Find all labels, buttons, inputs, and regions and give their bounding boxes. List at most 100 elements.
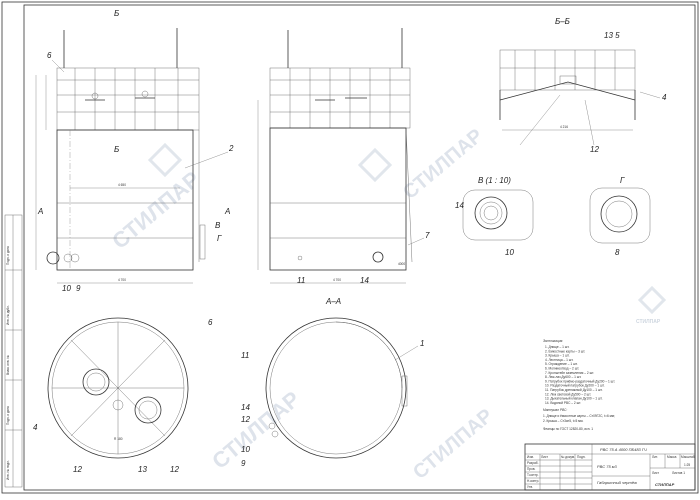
tb-col-mass: Масса <box>667 455 677 459</box>
tb-row-3: № докум. <box>561 455 575 459</box>
side-stamp-l1: Инв. № подл. <box>6 460 10 480</box>
front-cut-g: Г <box>217 234 222 243</box>
section-aa: А–А 1 11 14 12 10 9 <box>241 297 424 468</box>
section-aa-title: А–А <box>325 297 341 306</box>
callout-4-bb: 4 <box>662 93 667 102</box>
callout-6-front: 6 <box>47 51 52 60</box>
callout-2-front: 2 <box>228 144 234 153</box>
tb-sheet: Лист <box>652 471 659 475</box>
view-v: В (1 : 10) 14 10 <box>455 176 534 257</box>
spec-item: 2. Ёмкостные карты – 3 шт. <box>545 349 585 353</box>
callout-12-plan-a: 12 <box>73 465 82 474</box>
callout-4-plan: 4 <box>33 423 38 432</box>
tb-name: РВС 75 м3 <box>597 464 618 469</box>
front-cut-a-left: А <box>37 207 43 216</box>
callout-12-aa: 12 <box>241 415 250 424</box>
callout-11-aa: 11 <box>241 351 249 360</box>
side-stamp-l5: Подп. и дата <box>6 246 10 265</box>
spec-item: 9. Патрубок приёмо-раздаточный Ду200 – 1… <box>545 379 615 383</box>
tb-row-2: Лист <box>541 455 548 459</box>
front-dim-base: 4 700 <box>118 278 126 282</box>
watermark-3: СТИЛПАР <box>207 386 305 474</box>
bb-dim-width: 4 216 <box>560 125 568 129</box>
view-g-title: Г <box>620 176 625 185</box>
spec-item: 13. Дыхательный клапан Ду100 – 1 шт. <box>545 397 603 401</box>
callout-10-aa: 10 <box>241 445 250 454</box>
side-stamp: Инв. № подл. Подп. и дата Взам. инв. № И… <box>4 214 23 488</box>
view-g: Г 8 <box>589 176 651 257</box>
callout-10-front: 10 <box>62 284 71 293</box>
tb-col-scale: Масштаб <box>681 455 695 459</box>
section-bb: Б–Б 13 5 4 216 4 12 <box>499 17 667 154</box>
tb-doc-code: РВС 75 А 4000 ПБ483 ГЧ <box>600 447 647 452</box>
callout-10-v: 10 <box>505 248 514 257</box>
tb-col-lit: Лит. <box>652 455 658 459</box>
inner-frame <box>23 4 696 491</box>
callout-12-plan-b: 12 <box>170 465 179 474</box>
front-cut-b-bottom: Б <box>114 145 119 154</box>
tb-role-1: Разраб. <box>527 461 539 465</box>
callout-12-bb: 12 <box>590 145 599 154</box>
spec-note: Фланцы по ГОСТ 12820-80, исп. 1 <box>543 427 593 431</box>
callout-8-g: 8 <box>615 248 620 257</box>
callout-7-side: 7 <box>425 231 430 240</box>
side-view: 4 700 4000 7 11 14 <box>257 28 430 285</box>
title-block: РВС 75 А 4000 ПБ483 ГЧ РВС 75 м3 Габарит… <box>524 443 696 491</box>
watermark-4: СТИЛПАР <box>409 405 497 484</box>
side-dim-height: 4000 <box>398 262 405 266</box>
callout-1-aa: 1 <box>420 339 424 348</box>
tb-row-4: Подп. <box>577 455 586 459</box>
tb-role-5: Утв. <box>527 485 533 489</box>
specification: Экспликация: Материал РВС: 1. Днище и ём… <box>543 339 615 431</box>
callout-11-side: 11 <box>297 276 305 285</box>
spec-item: 7. Кронштейн заземления – 2 шт. <box>545 371 594 375</box>
callout-13-5: 13 5 <box>604 31 620 40</box>
spec-item: 11. Патрубок дренажный Ду100 – 1 шт. <box>545 388 603 392</box>
front-cut-a-right: А <box>224 207 230 216</box>
callout-14-aa: 14 <box>241 403 250 412</box>
spec-material-1: 1. Днище и ёмкостные карты – Ст09Г2С, t=… <box>543 414 615 418</box>
tb-role-4: Н.контр. <box>527 479 539 483</box>
watermark-1: СТИЛПАР <box>107 166 205 254</box>
tb-sheets: Листов 1 <box>672 471 685 475</box>
spec-item: 14. Водяной РВС – 2 шт. <box>545 401 581 405</box>
front-cut-b-top: Б <box>114 9 119 18</box>
front-cut-v: В <box>215 221 221 230</box>
spec-item: 12. Люк световой Ду500 – 2 шт. <box>545 392 591 396</box>
tb-role-2: Пров. <box>527 467 536 471</box>
watermark-logo-1 <box>147 142 667 315</box>
spec-item: 5. Ограждение – 1 шт. <box>545 362 578 366</box>
tb-scale: 1:25 <box>684 463 690 467</box>
view-v-title: В (1 : 10) <box>478 176 511 185</box>
callout-13-plan: 13 <box>138 465 147 474</box>
side-stamp-l3: Взам. инв. № <box>6 355 10 375</box>
watermark-2: СТИЛПАР <box>399 125 487 204</box>
tb-subtitle: Габаритный чертёж <box>597 480 637 485</box>
front-view: 4 700 4 650 Б Б А А Г В 6 2 10 9 <box>35 9 234 293</box>
side-stamp-l2: Подп. и дата <box>6 406 10 425</box>
callout-6-plan: 6 <box>208 318 213 327</box>
tb-row-1: Изм. <box>527 455 534 459</box>
spec-item: 10. Раздаточный патрубок Ду200 – 1 шт. <box>545 384 605 388</box>
watermark-logo-text: СТИЛПАР <box>636 319 661 325</box>
plan-view: 6 4 12 13 12 R 180 <box>33 317 213 474</box>
callout-9-front: 9 <box>76 284 81 293</box>
tb-role-3: Т.контр. <box>527 473 539 477</box>
spec-item: 3. Крыша – 1 шт. <box>545 354 570 358</box>
tb-company: СТИЛПАР <box>655 482 675 487</box>
callout-14-v: 14 <box>455 201 464 210</box>
side-dim-base: 4 700 <box>333 278 341 282</box>
spec-item: 4. Лестница – 1 шт. <box>545 358 573 362</box>
side-stamp-l4: Инв. № дубл. <box>6 305 10 325</box>
spec-item: 8. Люк-лаз Ду600 – 1 шт. <box>545 375 581 379</box>
spec-material-title: Материал РВС: <box>543 408 567 412</box>
plan-dim-angle: R 180 <box>114 437 123 441</box>
front-dim-inner: 4 650 <box>118 183 126 187</box>
spec-title: Экспликация: <box>543 339 563 343</box>
callout-9-aa: 9 <box>241 459 246 468</box>
spec-item: 1. Днище – 1 шт. <box>545 345 569 349</box>
section-bb-title: Б–Б <box>555 17 570 26</box>
